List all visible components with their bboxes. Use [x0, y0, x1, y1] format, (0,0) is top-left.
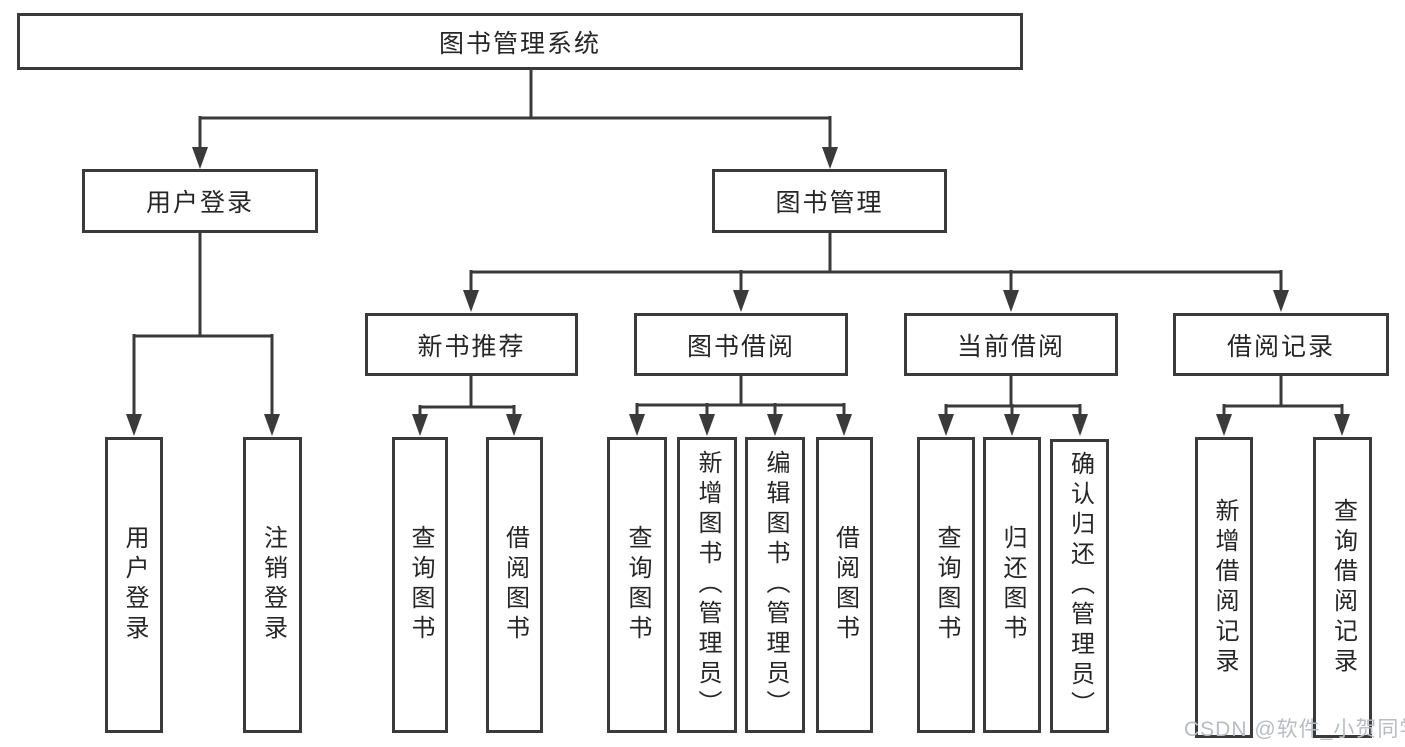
node-leaf-query-book-borrow: 查询图书 [607, 437, 667, 733]
arrow-down-icon [126, 414, 142, 436]
node-leaf-edit-book-admin-label: 编辑图书（管理员） [762, 450, 789, 720]
node-leaf-return-book: 归还图书 [983, 437, 1041, 733]
node-leaf-query-book-recommend: 查询图书 [392, 437, 448, 733]
connector-root-to-level2 [192, 70, 838, 169]
node-leaf-borrow-book-recommend: 借阅图书 [486, 437, 543, 733]
node-current-borrow: 当前借阅 [904, 313, 1118, 376]
arrow-down-icon [938, 414, 954, 436]
node-leaf-borrow-book-label: 借阅图书 [831, 525, 859, 645]
node-book-management: 图书管理 [712, 169, 947, 233]
node-current-borrow-label: 当前借阅 [956, 332, 1065, 361]
arrow-down-icon [1216, 414, 1232, 436]
connector-new-book-children [412, 376, 522, 436]
node-leaf-query-borrow-record-label: 查询借阅记录 [1329, 497, 1357, 678]
node-leaf-return-book-label: 归还图书 [999, 525, 1026, 645]
node-new-book-recommend: 新书推荐 [365, 313, 578, 376]
arrow-down-icon [629, 414, 645, 436]
node-leaf-logout: 注销登录 [243, 437, 302, 733]
arrow-down-icon [699, 414, 715, 436]
node-leaf-add-book-admin: 新增图书（管理员） [677, 437, 737, 733]
node-root: 图书管理系统 [17, 13, 1023, 70]
arrow-down-icon [506, 414, 522, 436]
node-new-book-recommend-label: 新书推荐 [417, 332, 526, 361]
connector-current-borrow-children [938, 376, 1088, 436]
node-user-login-label: 用户登录 [145, 189, 254, 217]
node-book-borrow-label: 图书借阅 [686, 332, 795, 361]
connector-user-login-children [126, 233, 280, 436]
node-leaf-user-login: 用户登录 [105, 437, 163, 733]
arrow-down-icon [1003, 290, 1019, 312]
node-leaf-confirm-return-admin: 确认归还（管理员） [1050, 439, 1109, 733]
node-book-borrow: 图书借阅 [634, 313, 848, 376]
arrow-down-icon [1072, 414, 1088, 436]
arrow-down-icon [733, 290, 749, 312]
node-borrow-records-label: 借阅记录 [1226, 332, 1335, 361]
csdn-watermark: CSDN @软件_小贺同学 [1184, 718, 1405, 741]
node-leaf-add-borrow-record: 新增借阅记录 [1195, 437, 1253, 738]
node-leaf-add-borrow-record-label: 新增借阅记录 [1211, 497, 1238, 678]
arrow-down-icon [822, 147, 838, 169]
node-leaf-query-book-current: 查询图书 [917, 437, 975, 733]
arrow-down-icon [463, 290, 479, 312]
connector-book-borrow-children [629, 376, 852, 436]
arrow-down-icon [1334, 414, 1350, 436]
node-leaf-logout-label: 注销登录 [259, 525, 287, 645]
node-leaf-edit-book-admin: 编辑图书（管理员） [745, 437, 805, 733]
node-borrow-records: 借阅记录 [1173, 313, 1389, 376]
node-leaf-query-book-recommend-label: 查询图书 [407, 525, 434, 645]
arrow-down-icon [1273, 290, 1289, 312]
node-leaf-confirm-return-admin-label: 确认归还（管理员） [1066, 451, 1094, 721]
arrow-down-icon [1004, 414, 1020, 436]
node-book-management-label: 图书管理 [775, 189, 884, 217]
arrow-down-icon [836, 414, 852, 436]
node-leaf-borrow-book: 借阅图书 [816, 437, 873, 733]
node-user-login: 用户登录 [82, 169, 318, 233]
arrow-down-icon [192, 147, 208, 169]
node-leaf-query-borrow-record: 查询借阅记录 [1313, 437, 1372, 738]
node-leaf-add-book-admin-label: 新增图书（管理员） [694, 450, 721, 720]
connector-borrow-records-children [1216, 376, 1350, 436]
node-leaf-query-book-borrow-label: 查询图书 [624, 525, 651, 645]
node-root-label: 图书管理系统 [438, 29, 601, 58]
node-leaf-query-book-current-label: 查询图书 [933, 525, 960, 645]
arrow-down-icon [412, 414, 428, 436]
connector-book-management-children [463, 233, 1289, 312]
arrow-down-icon [767, 414, 783, 436]
node-leaf-borrow-book-recommend-label: 借阅图书 [501, 525, 529, 645]
node-leaf-user-login-label: 用户登录 [121, 525, 148, 645]
arrow-down-icon [264, 414, 280, 436]
